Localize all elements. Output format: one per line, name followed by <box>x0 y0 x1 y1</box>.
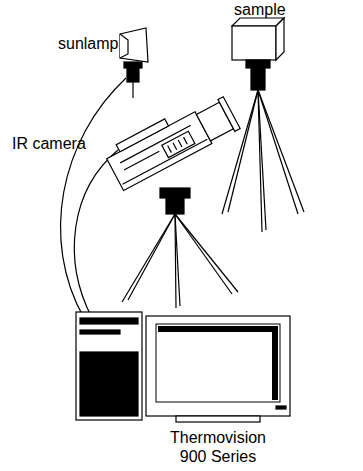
label-text: sunlamp <box>58 35 118 52</box>
label-text: Thermovision 900 Series <box>170 429 266 465</box>
computer-tower <box>76 312 142 420</box>
monitor <box>146 316 290 422</box>
sunlamp-figure <box>120 28 148 98</box>
label-text: IR camera <box>12 135 86 152</box>
part-label: sample <box>234 0 304 19</box>
camera-cable <box>74 150 118 318</box>
part-label: IR camera <box>12 134 102 153</box>
ir-camera-figure <box>103 90 240 191</box>
part-label: sunlamp <box>58 34 128 53</box>
part-label: Thermovision 900 Series <box>158 428 278 466</box>
camera-tripod <box>122 188 238 308</box>
lamp-cable <box>61 78 126 318</box>
sample-figure <box>222 18 304 232</box>
label-text: sample <box>234 1 286 18</box>
